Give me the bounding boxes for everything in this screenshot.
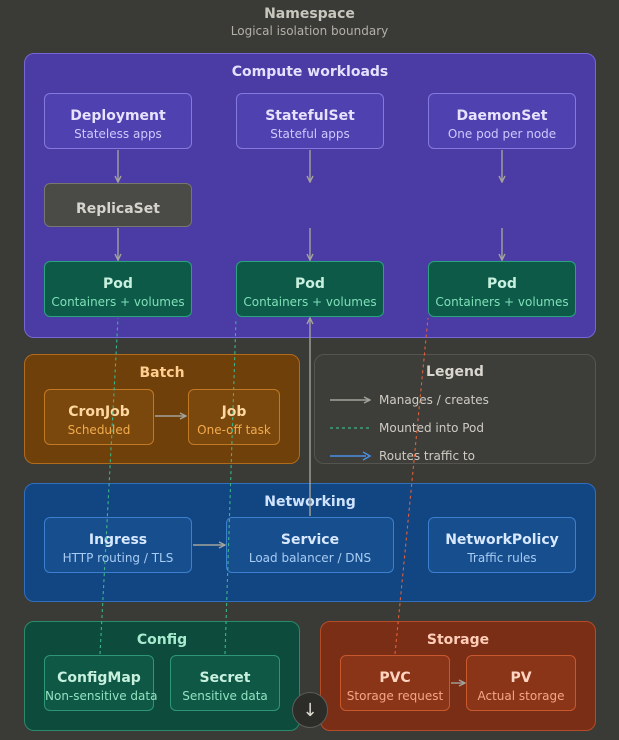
networkpolicy-node[interactable]: NetworkPolicy Traffic rules (428, 517, 576, 573)
namespace-subtitle: Logical isolation boundary (230, 24, 389, 38)
secret-title: Secret (199, 670, 251, 686)
legend-label-mounted: Mounted into Pod (379, 421, 484, 435)
ingress-node[interactable]: Ingress HTTP routing / TLS (44, 517, 192, 573)
pod-node-2[interactable]: Pod Containers + volumes (236, 261, 384, 317)
statefulset-title: StatefulSet (265, 108, 355, 124)
secret-subtitle: Sensitive data (182, 689, 268, 703)
pod-subtitle: Containers + volumes (51, 295, 185, 309)
cronjob-node[interactable]: CronJob Scheduled (44, 389, 154, 445)
service-title: Service (280, 532, 340, 548)
secret-node[interactable]: Secret Sensitive data (170, 655, 280, 711)
deployment-subtitle: Stateless apps (74, 127, 162, 141)
pod-title: Pod (103, 276, 133, 292)
legend-title: Legend (426, 364, 484, 380)
pod-node-3[interactable]: Pod Containers + volumes (428, 261, 576, 317)
pod-subtitle: Containers + volumes (435, 295, 569, 309)
pvc-subtitle: Storage request (346, 689, 444, 703)
configmap-subtitle: Non-sensitive data (45, 689, 158, 703)
deployment-title: Deployment (70, 108, 166, 124)
replicaset-node[interactable]: ReplicaSet (44, 183, 192, 227)
batch-title: Batch (139, 365, 185, 381)
pv-subtitle: Actual storage (477, 689, 565, 703)
deployment-node[interactable]: Deployment Stateless apps (44, 93, 192, 149)
storage-title: Storage (426, 632, 490, 648)
cronjob-subtitle: Scheduled (67, 423, 131, 437)
job-subtitle: One-off task (197, 423, 271, 437)
job-node[interactable]: Job One-off task (188, 389, 280, 445)
pod-title: Pod (487, 276, 517, 292)
arrow-down-icon: ↓ (302, 699, 318, 721)
service-node[interactable]: Service Load balancer / DNS (226, 517, 394, 573)
cronjob-title: CronJob (68, 404, 130, 420)
configmap-title: ConfigMap (57, 670, 141, 686)
pvc-title: PVC (379, 670, 411, 686)
configmap-node[interactable]: ConfigMap Non-sensitive data (44, 655, 158, 711)
ingress-subtitle: HTTP routing / TLS (62, 551, 174, 565)
pvc-node[interactable]: PVC Storage request (340, 655, 450, 711)
ingress-title: Ingress (88, 532, 148, 548)
legend-panel: Legend Manages / creates Mounted into Po… (314, 354, 596, 464)
daemonset-title: DaemonSet (456, 108, 548, 124)
pv-title: PV (510, 670, 532, 686)
scroll-down-button[interactable]: ↓ (292, 692, 328, 728)
pod-subtitle: Containers + volumes (243, 295, 377, 309)
networkpolicy-title: NetworkPolicy (445, 532, 559, 548)
replicaset-title: ReplicaSet (76, 201, 160, 217)
pod-node-1[interactable]: Pod Containers + volumes (44, 261, 192, 317)
legend-label-routes: Routes traffic to (379, 449, 475, 463)
pod-title: Pod (295, 276, 325, 292)
daemonset-subtitle: One pod per node (447, 127, 557, 141)
legend-label-manages: Manages / creates (379, 393, 489, 407)
daemonset-node[interactable]: DaemonSet One pod per node (428, 93, 576, 149)
statefulset-node[interactable]: StatefulSet Stateful apps (236, 93, 384, 149)
compute-workloads-title: Compute workloads (231, 64, 389, 80)
service-subtitle: Load balancer / DNS (248, 551, 372, 565)
namespace-title: Namespace (264, 6, 355, 22)
config-title: Config (136, 632, 188, 648)
pv-node[interactable]: PV Actual storage (466, 655, 576, 711)
networkpolicy-subtitle: Traffic rules (467, 551, 537, 565)
job-title: Job (221, 404, 247, 420)
statefulset-subtitle: Stateful apps (270, 127, 350, 141)
networking-title: Networking (264, 494, 356, 510)
